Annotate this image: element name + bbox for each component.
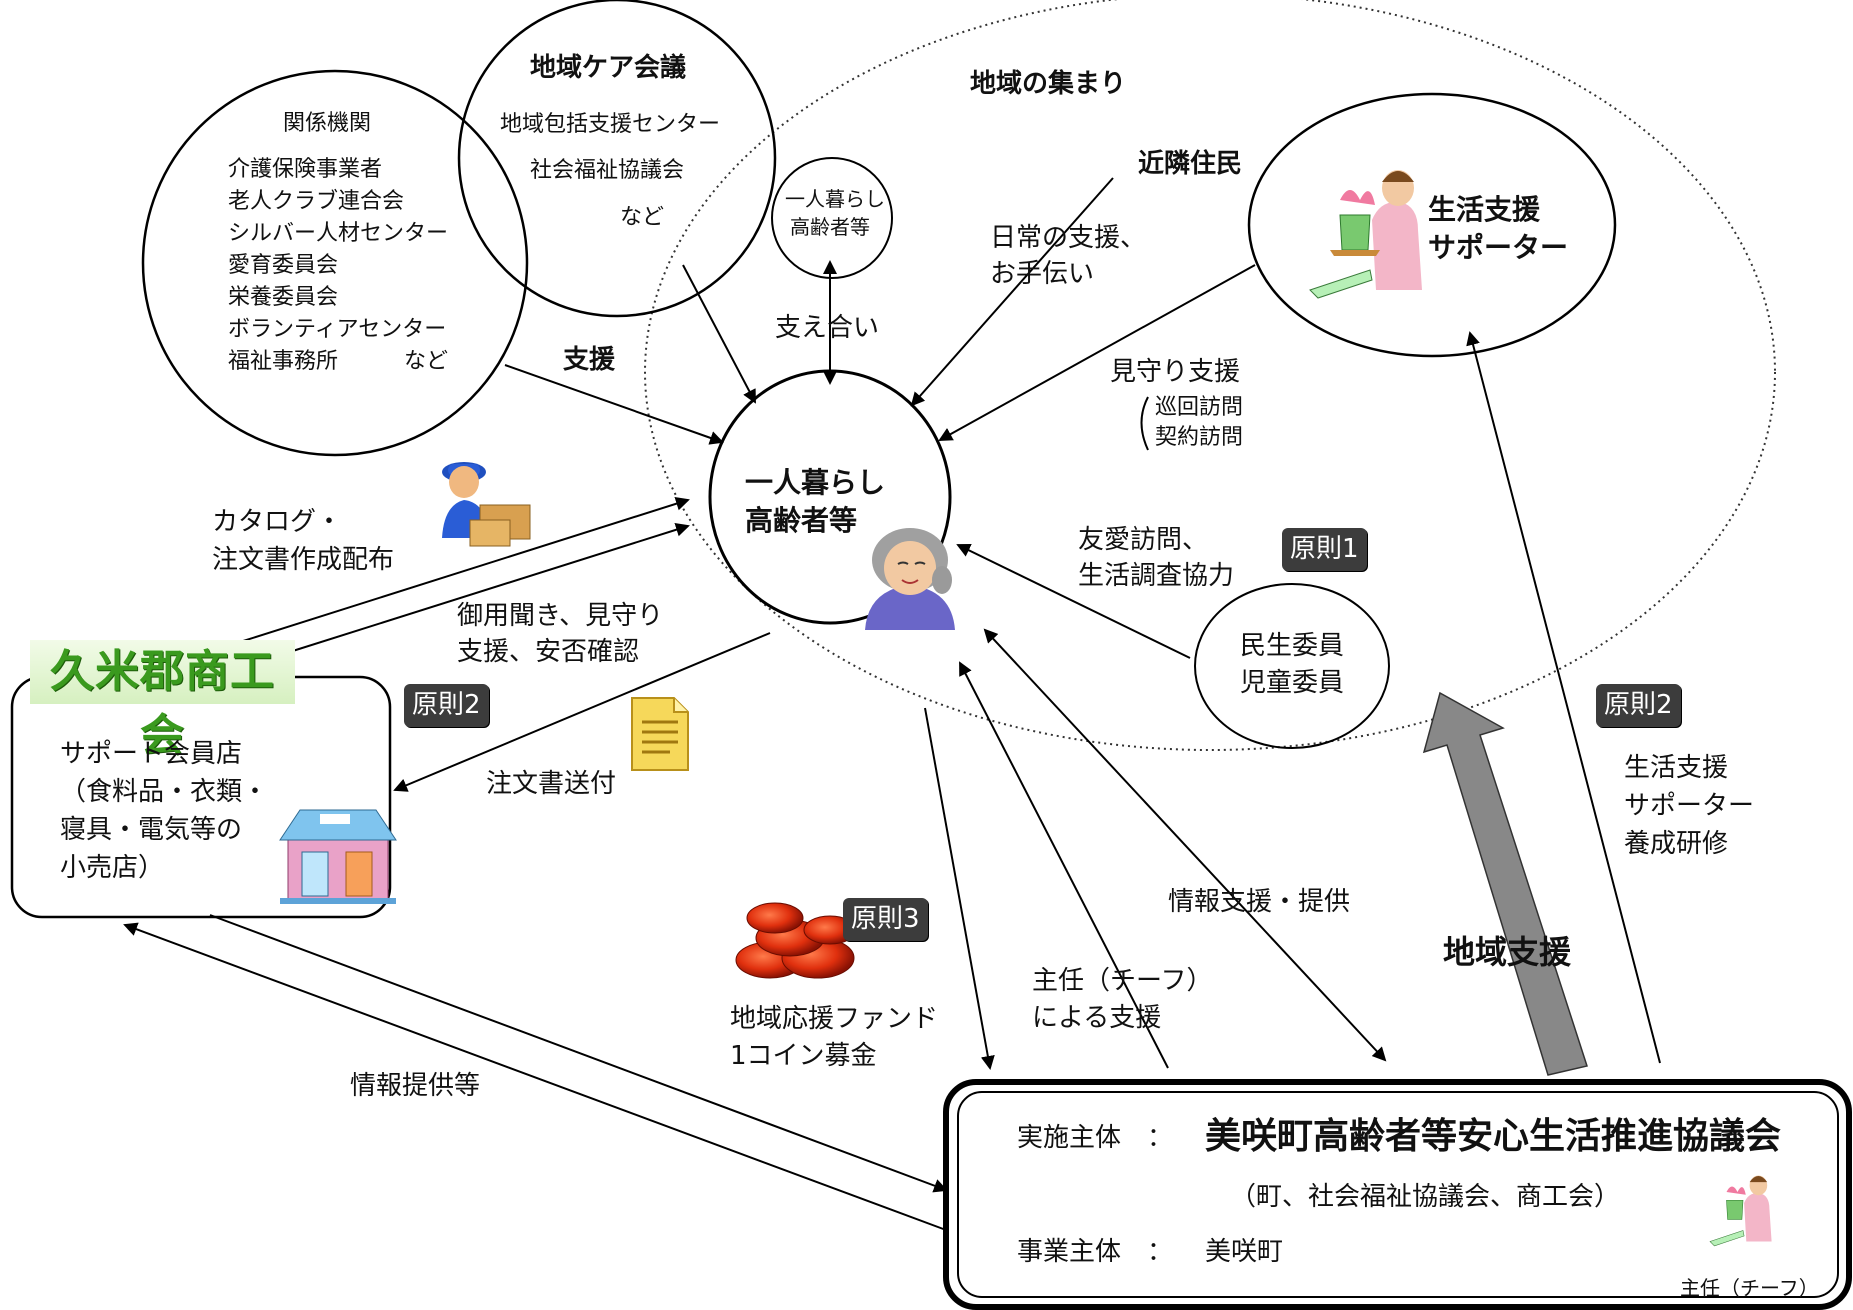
council-row1-label: 実施主体 ： <box>1017 1123 1174 1153</box>
watch-support-sub1: 巡回訪問 <box>1155 395 1244 420</box>
supporter-line2: サポーター <box>1428 231 1569 264</box>
care-meeting-item: 地域包括支援センター <box>500 112 721 137</box>
council-row3-label: 事業主体 ： <box>1017 1237 1174 1267</box>
member-store-line2: （食料品・衣類・ <box>60 777 269 807</box>
gathering-title: 地域の集まり <box>970 69 1127 99</box>
kankei-circle <box>141 69 529 457</box>
mutual-support-label: 支え合い <box>775 313 880 343</box>
delivery-person-icon <box>442 462 531 547</box>
regional-support-arrow <box>1422 691 1588 1076</box>
kankei-item: シルバー人材センター <box>228 221 449 246</box>
council-box-outer <box>943 1079 1852 1310</box>
fund-line2: 1コイン募金 <box>730 1041 877 1071</box>
council-name: 美咲町高齢者等安心生活推進協議会 <box>1205 1116 1782 1157</box>
principle-2-badge: 原則2 <box>1596 684 1681 728</box>
center-elderly-line2: 高齢者等 <box>745 504 858 537</box>
minsei-line2: 児童委員 <box>1240 668 1345 698</box>
small-elderly-line2: 高齢者等 <box>790 215 870 239</box>
kankei-title: 関係機関 <box>283 111 372 136</box>
info-support-label: 情報支援・提供 <box>1168 887 1351 917</box>
care-meeting-item: 社会福祉協議会 <box>530 158 685 183</box>
info-provide-label: 情報提供等 <box>350 1071 481 1101</box>
kankei-item: 栄養委員会 <box>228 285 339 310</box>
care-meeting-circle <box>457 0 777 318</box>
daily-support-line1: 日常の支援、 <box>990 223 1147 253</box>
yuai-line1: 友愛訪問、 <box>1078 525 1209 555</box>
care-meeting-item: など <box>620 205 665 230</box>
support-label: 支援 <box>563 345 616 375</box>
elderly-woman-icon <box>865 528 955 630</box>
principle-2-badge: 原則2 <box>404 684 489 728</box>
principle-3-badge: 原則3 <box>843 898 928 942</box>
yuai-line2: 生活調査協力 <box>1078 561 1235 591</box>
council-box-inner <box>957 1091 1839 1298</box>
minsei-ellipse <box>1194 583 1390 749</box>
watch-support-sub2: 契約訪問 <box>1155 425 1244 450</box>
goyokiki-line1: 御用聞き、見守り <box>457 601 664 631</box>
coins-icon <box>735 902 857 979</box>
care-meeting-title: 地域ケア会議 <box>530 53 687 83</box>
council-operator: 美咲町 <box>1205 1237 1284 1267</box>
kankei-item: 介護保険事業者 <box>228 157 383 182</box>
supporter-woman-icon <box>1309 170 1422 299</box>
chief-support-line1: 主任（チーフ） <box>1032 966 1213 996</box>
shop-icon <box>279 809 397 904</box>
kankei-item: 老人クラブ連合会 <box>228 189 405 214</box>
chief-support-line2: による支援 <box>1032 1003 1162 1033</box>
watch-support-title: 見守り支援 <box>1110 357 1241 387</box>
supporter-woman-small-icon <box>1709 1175 1772 1247</box>
kankei-item: 福祉事務所 など <box>228 349 449 374</box>
document-icon <box>631 697 689 771</box>
supporter-ellipse <box>1247 92 1617 358</box>
minsei-line1: 民生委員 <box>1240 631 1345 661</box>
kankei-item: 愛育委員会 <box>228 253 339 278</box>
catalog-line1: カタログ・ <box>212 507 343 537</box>
goyokiki-line2: 支援、安否確認 <box>457 637 640 667</box>
training-line2: サポーター <box>1624 791 1755 821</box>
training-line1: 生活支援 <box>1624 753 1729 783</box>
regional-gathering-area <box>644 0 1776 751</box>
supporter-line1: 生活支援 <box>1428 193 1541 226</box>
catalog-line2: 注文書作成配布 <box>212 545 395 575</box>
member-store-line4: 小売店） <box>60 853 165 883</box>
council-members: （町、社会福祉協議会、商工会） <box>1230 1182 1621 1212</box>
order-send-label: 注文書送付 <box>486 769 617 799</box>
regional-support-label: 地域支援 <box>1443 933 1572 971</box>
neighbors-label: 近隣住民 <box>1138 149 1243 179</box>
principle-1-badge: 原則1 <box>1282 528 1367 572</box>
small-elderly-line1: 一人暮らし <box>785 187 885 211</box>
chief-caption: 主任（チーフ） <box>1680 1276 1819 1300</box>
fund-line1: 地域応援ファンド <box>730 1004 939 1034</box>
center-elderly-line1: 一人暮らし <box>745 466 886 499</box>
member-store-line1: サポート会員店 <box>60 739 243 769</box>
member-store-line3: 寝具・電気等の <box>60 815 243 845</box>
kankei-item: ボランティアセンター <box>228 317 447 342</box>
daily-support-line2: お手伝い <box>990 259 1095 289</box>
shokokai-logo: 久米郡商工会 <box>30 640 295 761</box>
training-line3: 養成研修 <box>1624 829 1729 859</box>
